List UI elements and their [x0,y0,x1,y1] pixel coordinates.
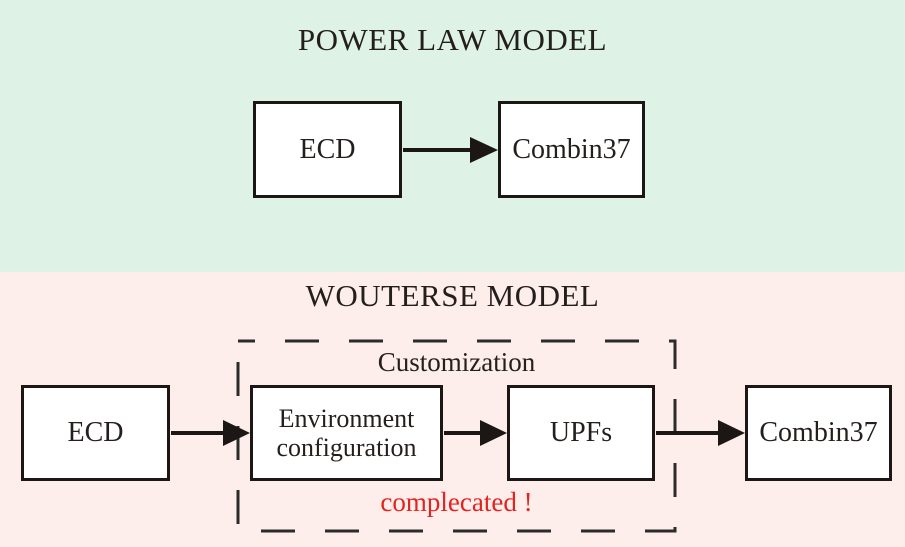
node-environment-configuration: Environment configuration [250,385,443,481]
wouterse-section-title: WOUTERSE MODEL [305,278,600,313]
node-power-ecd: ECD [253,101,402,198]
power-law-section-title: POWER LAW MODEL [297,22,608,57]
customization-label: Customization [377,347,536,377]
node-wouterse-combin37: Combin37 [745,385,892,481]
node-wouterse-ecd: ECD [21,385,170,481]
power-law-section-background [0,0,905,272]
complicated-warning-label: complecated ! [380,487,533,517]
node-upfs: UPFs [507,385,655,481]
node-power-combin37: Combin37 [498,101,645,198]
